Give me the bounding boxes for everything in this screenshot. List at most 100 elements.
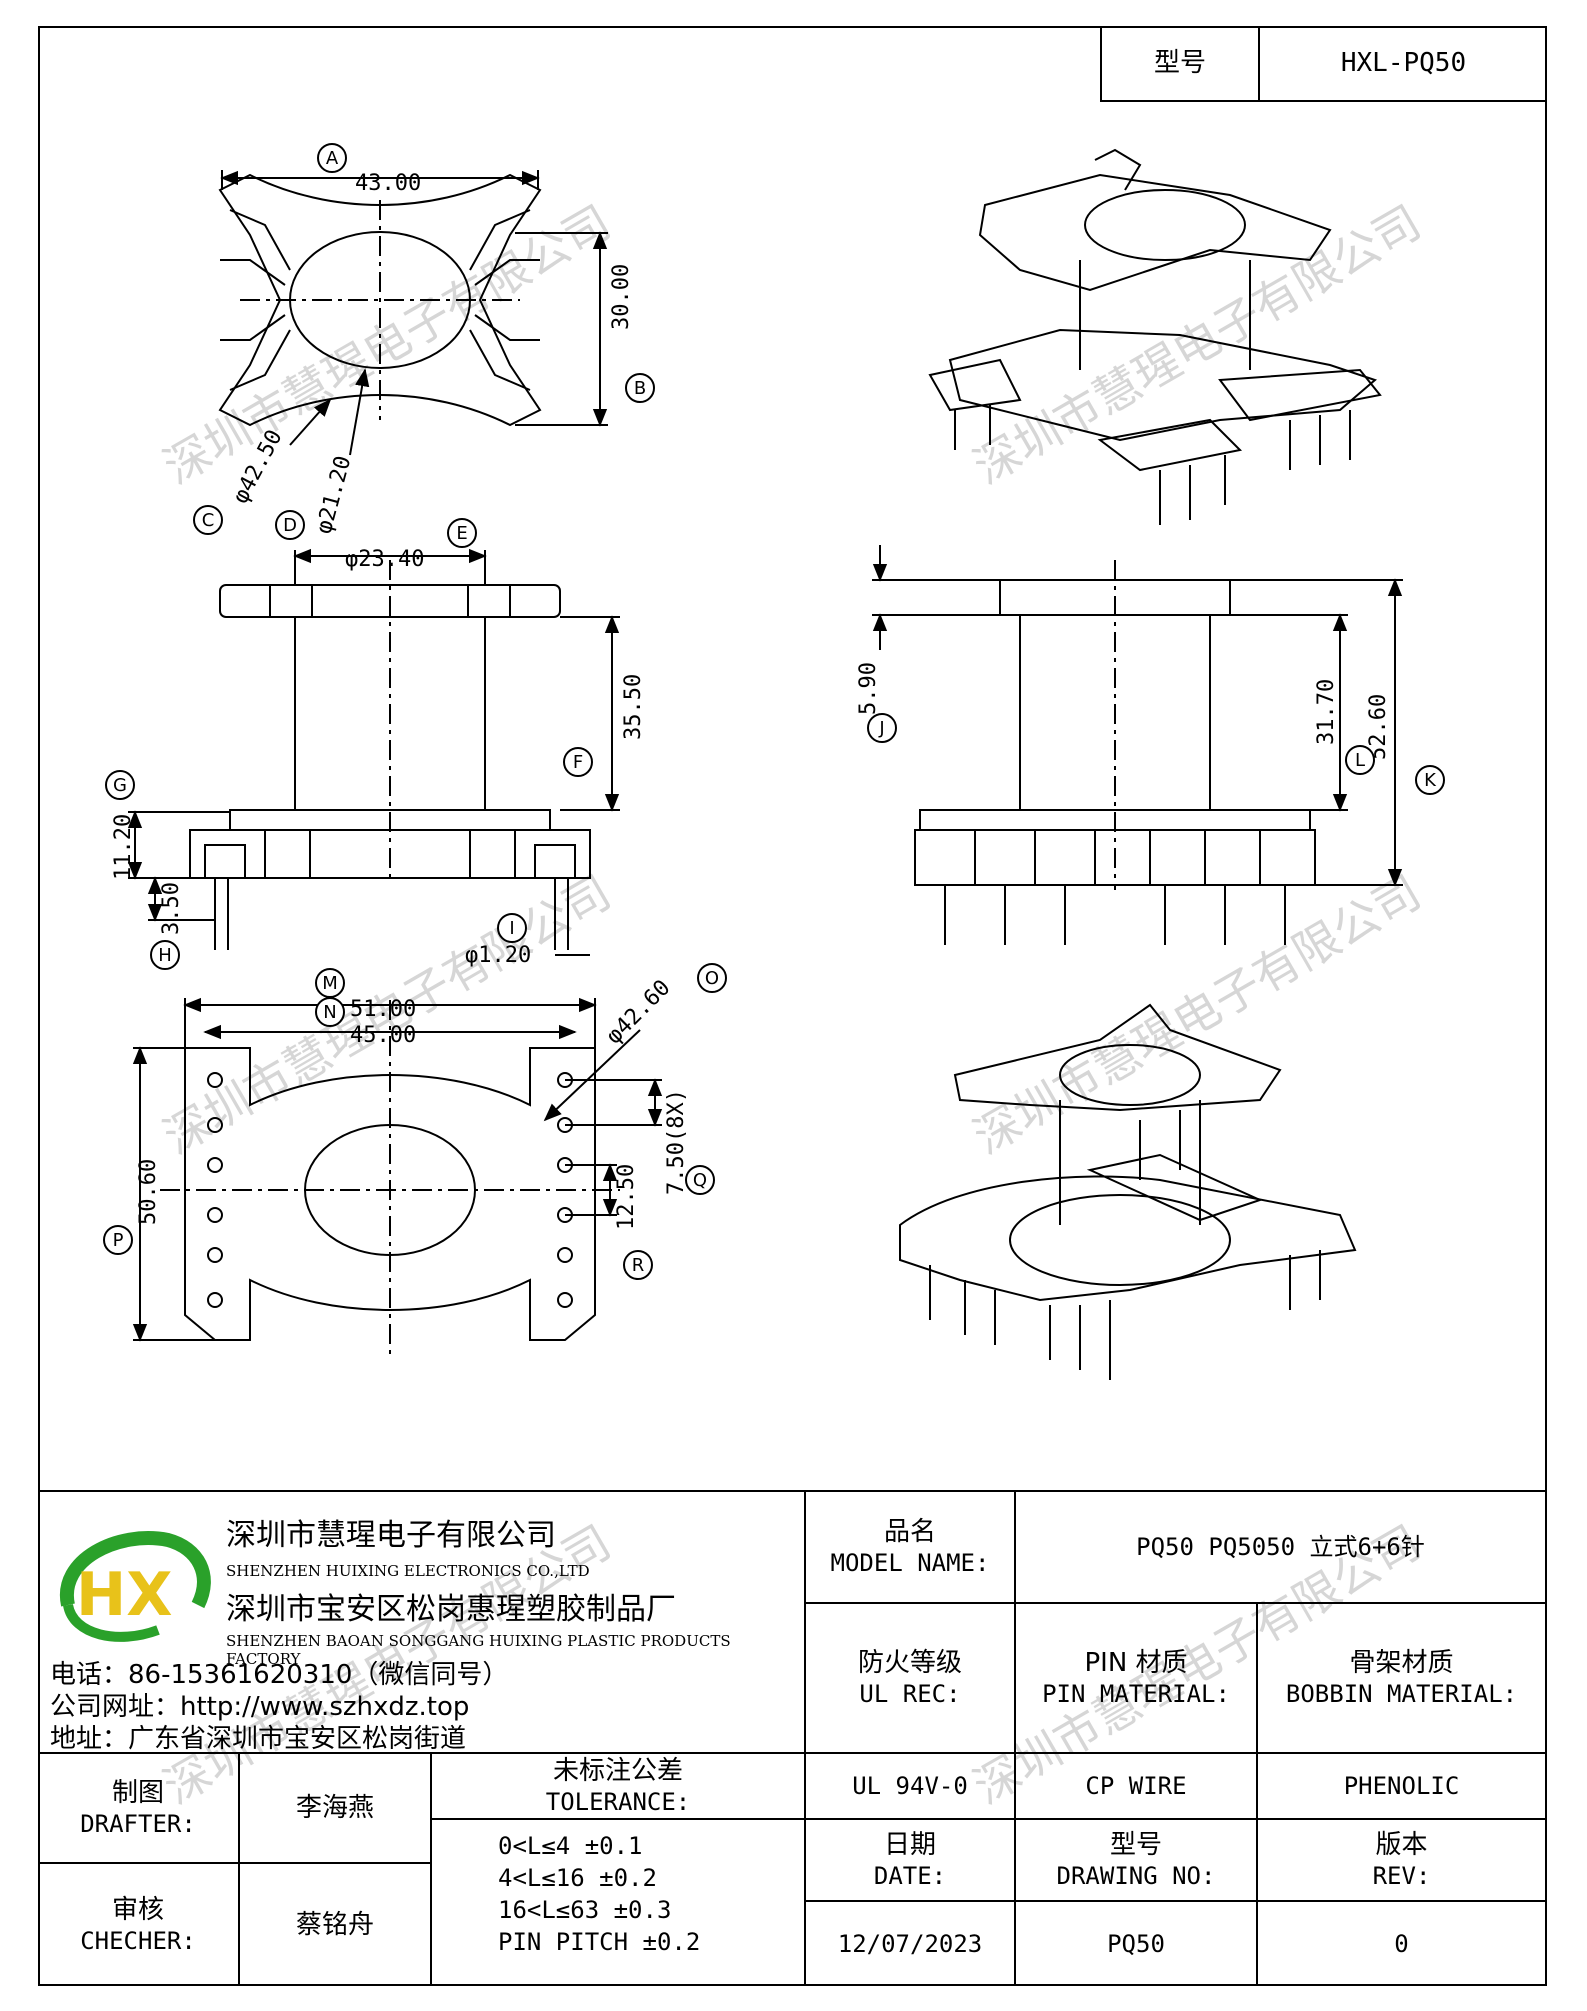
divider <box>804 1818 1545 1820</box>
dim-G-text: 11.20 <box>111 814 136 880</box>
divider <box>1256 1602 1258 1986</box>
dim-callout-Q: Q <box>685 1165 715 1195</box>
company-info: HX 深圳市慧瑆电子有限公司 SHENZHEN HUIXING ELECTRON… <box>38 1492 804 1754</box>
dim-callout-E: E <box>447 518 477 548</box>
side-view-pins <box>944 885 1286 945</box>
divider <box>804 1602 1545 1604</box>
dim-A-text: 43.00 <box>355 171 421 196</box>
isometric-view-top <box>928 148 1382 525</box>
svg-text:H: H <box>158 945 172 966</box>
model-name-value: PQ50 PQ5050 立式6+6针 <box>1136 1533 1425 1561</box>
tolerance-label: 未标注公差 TOLERANCE: <box>545 1755 691 1817</box>
dim-callout-O: O <box>697 963 727 993</box>
company-name-en: SHENZHEN HUIXING ELECTRONICS CO.,LTD <box>226 1562 590 1580</box>
model-name-label: 品名 MODEL NAME: <box>830 1516 990 1578</box>
dim-callout-A: A <box>317 143 347 173</box>
svg-text:P: P <box>113 1230 124 1251</box>
dim-F-text: 35.50 <box>621 674 646 740</box>
svg-text:E: E <box>456 523 467 544</box>
rev-label: 版本 REV: <box>1372 1829 1431 1891</box>
drawing-no-label: 型号 DRAWING NO: <box>1056 1829 1216 1891</box>
dim-callout-F: F <box>563 747 593 777</box>
dim-callout-G: G <box>105 770 135 800</box>
dim-callout-B: B <box>625 373 655 403</box>
checker-value: 蔡铭舟 <box>295 1909 374 1940</box>
dim-callout-M: M <box>315 968 345 998</box>
dim-callout-K: K <box>1415 765 1445 795</box>
svg-text:A: A <box>326 148 339 169</box>
dim-O-text: φ42.60 <box>602 975 676 1049</box>
pin-material-value: CP WIRE <box>1085 1772 1187 1800</box>
tolerance-line: 0<L≤4 ±0.1 <box>498 1832 643 1860</box>
tolerance-line: 16<L≤63 ±0.3 <box>498 1896 672 1924</box>
rev-value: 0 <box>1394 1930 1409 1958</box>
dim-callout-P: P <box>103 1225 133 1255</box>
dim-callout-R: R <box>623 1250 653 1280</box>
bobbin-material-value: PHENOLIC <box>1343 1772 1460 1800</box>
top-view <box>218 173 542 427</box>
company-phone: 电话：86-15361620310（微信同号） <box>50 1660 509 1690</box>
header-type-label: 型号 <box>1102 26 1260 100</box>
dim-D-text: φ21.20 <box>312 453 357 536</box>
ul-rec-value: UL 94V-0 <box>852 1772 968 1800</box>
dim-Q-text: 7.50(8X) <box>664 1089 689 1195</box>
divider <box>804 1900 1545 1902</box>
divider <box>38 1862 430 1864</box>
date-value: 12/07/2023 <box>837 1930 983 1958</box>
dim-callout-H: H <box>150 940 180 970</box>
svg-text:C: C <box>202 510 215 531</box>
divider <box>430 1752 432 1986</box>
dim-callout-N: N <box>315 997 345 1027</box>
technical-drawing: 43.00 30.00 φ42.50 φ21.20 φ23.40 35.50 1… <box>103 143 1445 1380</box>
bobbin-material-label: 骨架材质 BOBBIN MATERIAL: <box>1285 1647 1518 1709</box>
isometric-view-bottom <box>899 1003 1357 1380</box>
divider <box>1014 1492 1016 1986</box>
svg-text:M: M <box>322 973 338 994</box>
dim-B-text: 30.00 <box>609 264 634 330</box>
svg-text:O: O <box>705 968 719 989</box>
ul-rec-label: 防火等级 UL REC: <box>857 1647 962 1709</box>
drawing-frame <box>38 26 1547 1986</box>
divider <box>38 1752 1545 1754</box>
company-website: 公司网址：http://www.szhxdz.top <box>50 1692 470 1722</box>
svg-text:Q: Q <box>693 1170 707 1191</box>
company-address: 地址：广东省深圳市宝安区松岗街道 <box>50 1724 467 1754</box>
svg-text:F: F <box>573 752 583 773</box>
divider <box>430 1818 804 1820</box>
dim-L-text: 31.70 <box>1314 679 1339 745</box>
company-logo-icon: HX <box>59 1531 211 1642</box>
header-type-value: HXL-PQ50 <box>1340 47 1467 78</box>
pin-material-label: PIN 材质 PIN MATERIAL: <box>1042 1647 1230 1709</box>
dim-J-text: 5.90 <box>856 662 881 715</box>
svg-text:I: I <box>509 918 514 939</box>
date-label: 日期 DATE: <box>873 1829 947 1891</box>
divider <box>238 1752 240 1986</box>
drawing-no-value: PQ50 <box>1107 1930 1165 1958</box>
tolerance-table: 0<L≤4 ±0.1 4<L≤16 ±0.2 16<L≤63 ±0.3 PIN … <box>498 1830 700 1958</box>
svg-text:J: J <box>878 718 884 739</box>
dim-E-text: φ23.40 <box>345 547 424 572</box>
factory-name-cn: 深圳市宝安区松岗惠瑆塑胶制品厂 <box>226 1592 676 1627</box>
dim-H-text: 3.50 <box>159 882 184 935</box>
svg-text:N: N <box>323 1002 336 1023</box>
drafter-label: 制图 DRAFTER: <box>80 1777 196 1839</box>
header-box: 型号 HXL-PQ50 <box>1100 26 1547 102</box>
dim-K-text: 52.60 <box>1366 694 1391 760</box>
bottom-view-pins-left <box>207 1072 223 1308</box>
dim-R-text: 12.50 <box>614 1164 639 1230</box>
tolerance-line: PIN PITCH ±0.2 <box>498 1928 701 1956</box>
drafter-value: 李海燕 <box>295 1792 374 1823</box>
checker-label: 审核 CHECHER: <box>80 1894 196 1956</box>
dim-P-text: 50.60 <box>136 1159 161 1225</box>
front-view <box>189 560 591 950</box>
dim-M-text: 51.00 <box>350 997 416 1022</box>
side-view <box>914 560 1316 945</box>
svg-text:D: D <box>283 515 297 536</box>
svg-text:G: G <box>113 775 127 796</box>
title-block: HX 深圳市慧瑆电子有限公司 SHENZHEN HUIXING ELECTRON… <box>38 1490 1547 1986</box>
bottom-view <box>160 1000 620 1360</box>
dim-callout-J: J <box>867 713 897 743</box>
svg-text:L: L <box>1355 750 1365 771</box>
tolerance-line: 4<L≤16 ±0.2 <box>498 1864 657 1892</box>
dim-N-text: 45.00 <box>350 1023 416 1048</box>
